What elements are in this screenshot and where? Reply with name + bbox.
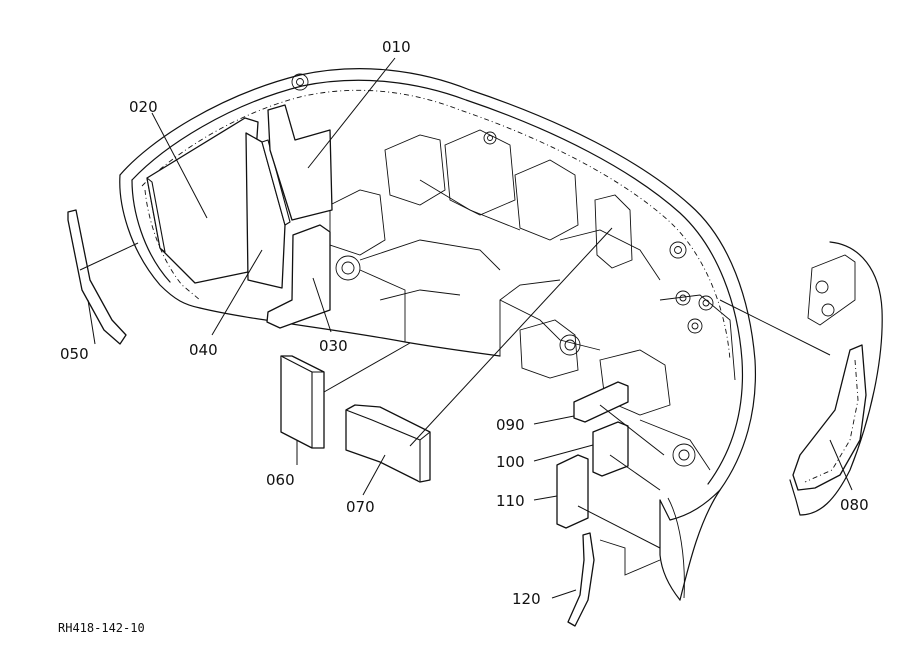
part-110-block bbox=[556, 454, 589, 529]
label-010: 010 bbox=[382, 38, 411, 56]
leader-lines bbox=[79, 57, 853, 599]
part-080-pad bbox=[789, 241, 883, 516]
part-010-block bbox=[267, 104, 333, 221]
part-070-block bbox=[345, 404, 431, 483]
part-030-block bbox=[266, 224, 331, 329]
part-090-block bbox=[573, 381, 629, 423]
label-030: 030 bbox=[319, 337, 348, 355]
part-050-strip bbox=[67, 209, 127, 345]
label-070: 070 bbox=[346, 498, 375, 516]
mounting-boss bbox=[291, 73, 714, 467]
part-060-block bbox=[280, 355, 325, 449]
part-100-block bbox=[592, 421, 629, 477]
label-050: 050 bbox=[60, 345, 89, 363]
label-110: 110 bbox=[496, 492, 525, 510]
label-120: 120 bbox=[512, 590, 541, 608]
part-040-block bbox=[245, 132, 291, 289]
label-090: 090 bbox=[496, 416, 525, 434]
label-020: 020 bbox=[129, 98, 158, 116]
counterweight-body bbox=[119, 68, 757, 601]
label-100: 100 bbox=[496, 453, 525, 471]
label-080: 080 bbox=[840, 496, 869, 514]
part-120-strip bbox=[567, 532, 595, 627]
label-060: 060 bbox=[266, 471, 295, 489]
part-020-pad bbox=[146, 117, 259, 284]
drawing-code: RH418-142-10 bbox=[58, 621, 145, 635]
label-040: 040 bbox=[189, 341, 218, 359]
